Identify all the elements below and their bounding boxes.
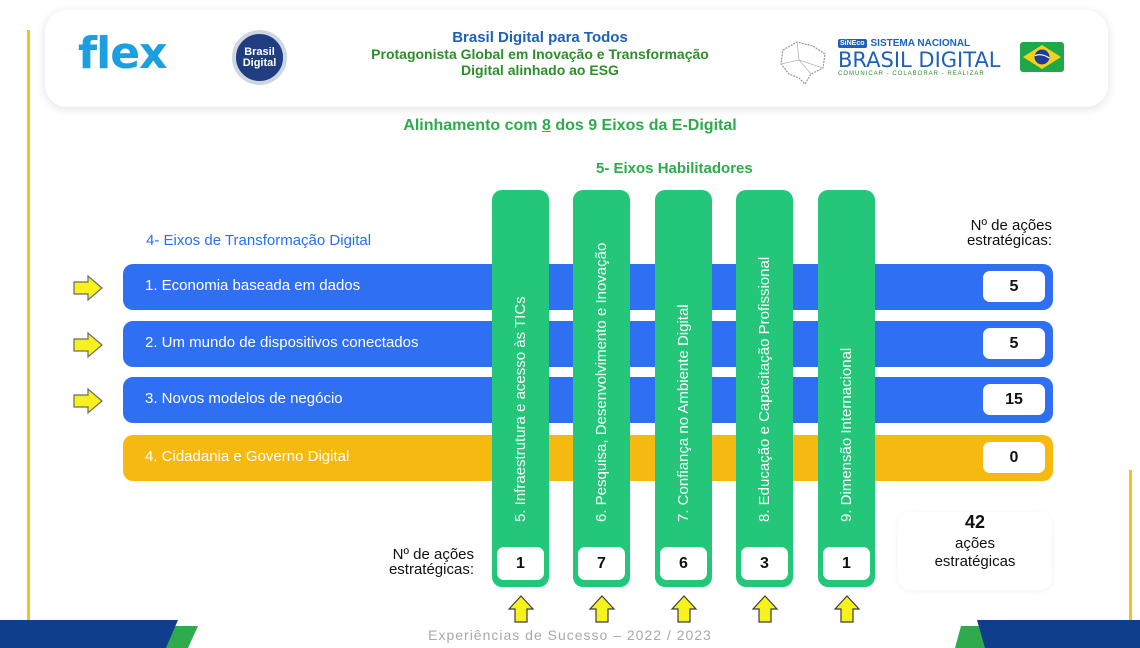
brazil-map-icon [780, 41, 826, 85]
header-title-line1: Brasil Digital para Todos [452, 29, 628, 46]
sineco-tag: SiNEco [838, 39, 867, 48]
vbar-count: 3 [741, 547, 788, 580]
transformacao-label: 4- Eixos de Transformação Digital [146, 232, 372, 249]
right-edge-line [1129, 470, 1132, 630]
hbar-count: 5 [983, 271, 1045, 302]
total-number: 42 [964, 512, 986, 532]
hbar-count: 0 [983, 442, 1045, 473]
arrow-up-icon [670, 595, 698, 623]
vbar-label: 7. Confiança no Ambiente Digital [675, 304, 692, 522]
arrow-up-icon [507, 595, 535, 623]
brazil-flag-icon [1020, 42, 1064, 72]
habilitadores-label: 5- Eixos Habilitadores [596, 160, 753, 177]
hbar-label: 4. Cidadania e Governo Digital [145, 448, 350, 465]
arrow-up-icon [751, 595, 779, 623]
acoes-label-bottom: Nº de ações estratégicas: [360, 547, 474, 577]
vbar-count: 7 [578, 547, 625, 580]
vbar-label: 8. Educação e Capacitação Profissional [756, 256, 773, 522]
vbar-count: 1 [497, 547, 544, 580]
main-title-number: 8 [541, 117, 551, 134]
acoes-label-right-line2: estratégicas: [966, 232, 1052, 249]
vbar-axis-8: 8. Educação e Capacitação Profissional 3 [736, 190, 793, 587]
header-card [45, 10, 1108, 107]
header-title: Brasil Digital para Todos Protagonista G… [320, 29, 760, 78]
hbar-label: 1. Economia baseada em dados [145, 277, 361, 294]
acoes-label-right: Nº de ações estratégicas: [948, 218, 1052, 248]
footer-right-decoration [955, 620, 1140, 648]
hbar-count: 5 [983, 328, 1045, 359]
flex-logo: flex [78, 28, 167, 79]
total-card: 42 ações estratégicas [898, 512, 1052, 590]
header-title-line3: Digital alinhado ao ESG [461, 62, 619, 78]
vbar-count: 1 [823, 547, 870, 580]
vbar-label: 5. Infraestrutura e acesso às TICs [512, 296, 529, 522]
left-edge-line [27, 30, 30, 630]
hbar-label: 2. Um mundo de dispositivos conectados [145, 334, 419, 351]
acoes-label-right-line1: Nº de ações [970, 217, 1052, 234]
footer-left-decoration [0, 620, 198, 648]
total-label-line2: estratégicas [934, 553, 1016, 570]
acoes-label-bottom-line2: estratégicas: [388, 561, 474, 578]
arrow-up-icon [588, 595, 616, 623]
vbar-axis-7: 7. Confiança no Ambiente Digital 6 [655, 190, 712, 587]
arrow-right-icon [73, 331, 103, 359]
vbar-axis-5: 5. Infraestrutura e acesso às TICs 1 [492, 190, 549, 587]
arrow-up-icon [833, 595, 861, 623]
sineco-name: SISTEMA NACIONAL [870, 38, 971, 49]
sineco-tagline: COMUNICAR - COLABORAR - REALIZAR [838, 71, 985, 77]
sineco-brand: BRASIL DIGITAL [838, 48, 1001, 72]
main-title-prefix: Alinhamento com [403, 117, 542, 134]
total-label-line1: ações [954, 535, 996, 552]
vbar-count: 6 [660, 547, 707, 580]
vbar-axis-6: 6. Pesquisa, Desenvolvimento e Inovação … [573, 190, 630, 587]
header-title-line2: Protagonista Global em Inovação e Transf… [371, 46, 709, 62]
vbar-label: 6. Pesquisa, Desenvolvimento e Inovação [593, 242, 610, 522]
hbar-label: 3. Novos modelos de negócio [145, 390, 343, 407]
main-title-suffix: dos 9 Eixos da E-Digital [550, 117, 737, 134]
sineco-logo: SiNEco SISTEMA NACIONAL BRASIL DIGITAL C… [838, 38, 1008, 77]
hbar-count: 15 [983, 384, 1045, 415]
vbar-label: 9. Dimensão Internacional [838, 347, 855, 522]
arrow-right-icon [73, 387, 103, 415]
brasil-digital-seal: Brasil Digital [232, 30, 287, 85]
footer-text: Experiências de Sucesso – 2022 / 2023 [428, 627, 712, 643]
main-title: Alinhamento com 8 dos 9 Eixos da E-Digit… [0, 117, 1140, 135]
arrow-right-icon [73, 274, 103, 302]
acoes-label-bottom-line1: Nº de ações [392, 546, 474, 563]
vbar-axis-9: 9. Dimensão Internacional 1 [818, 190, 875, 587]
